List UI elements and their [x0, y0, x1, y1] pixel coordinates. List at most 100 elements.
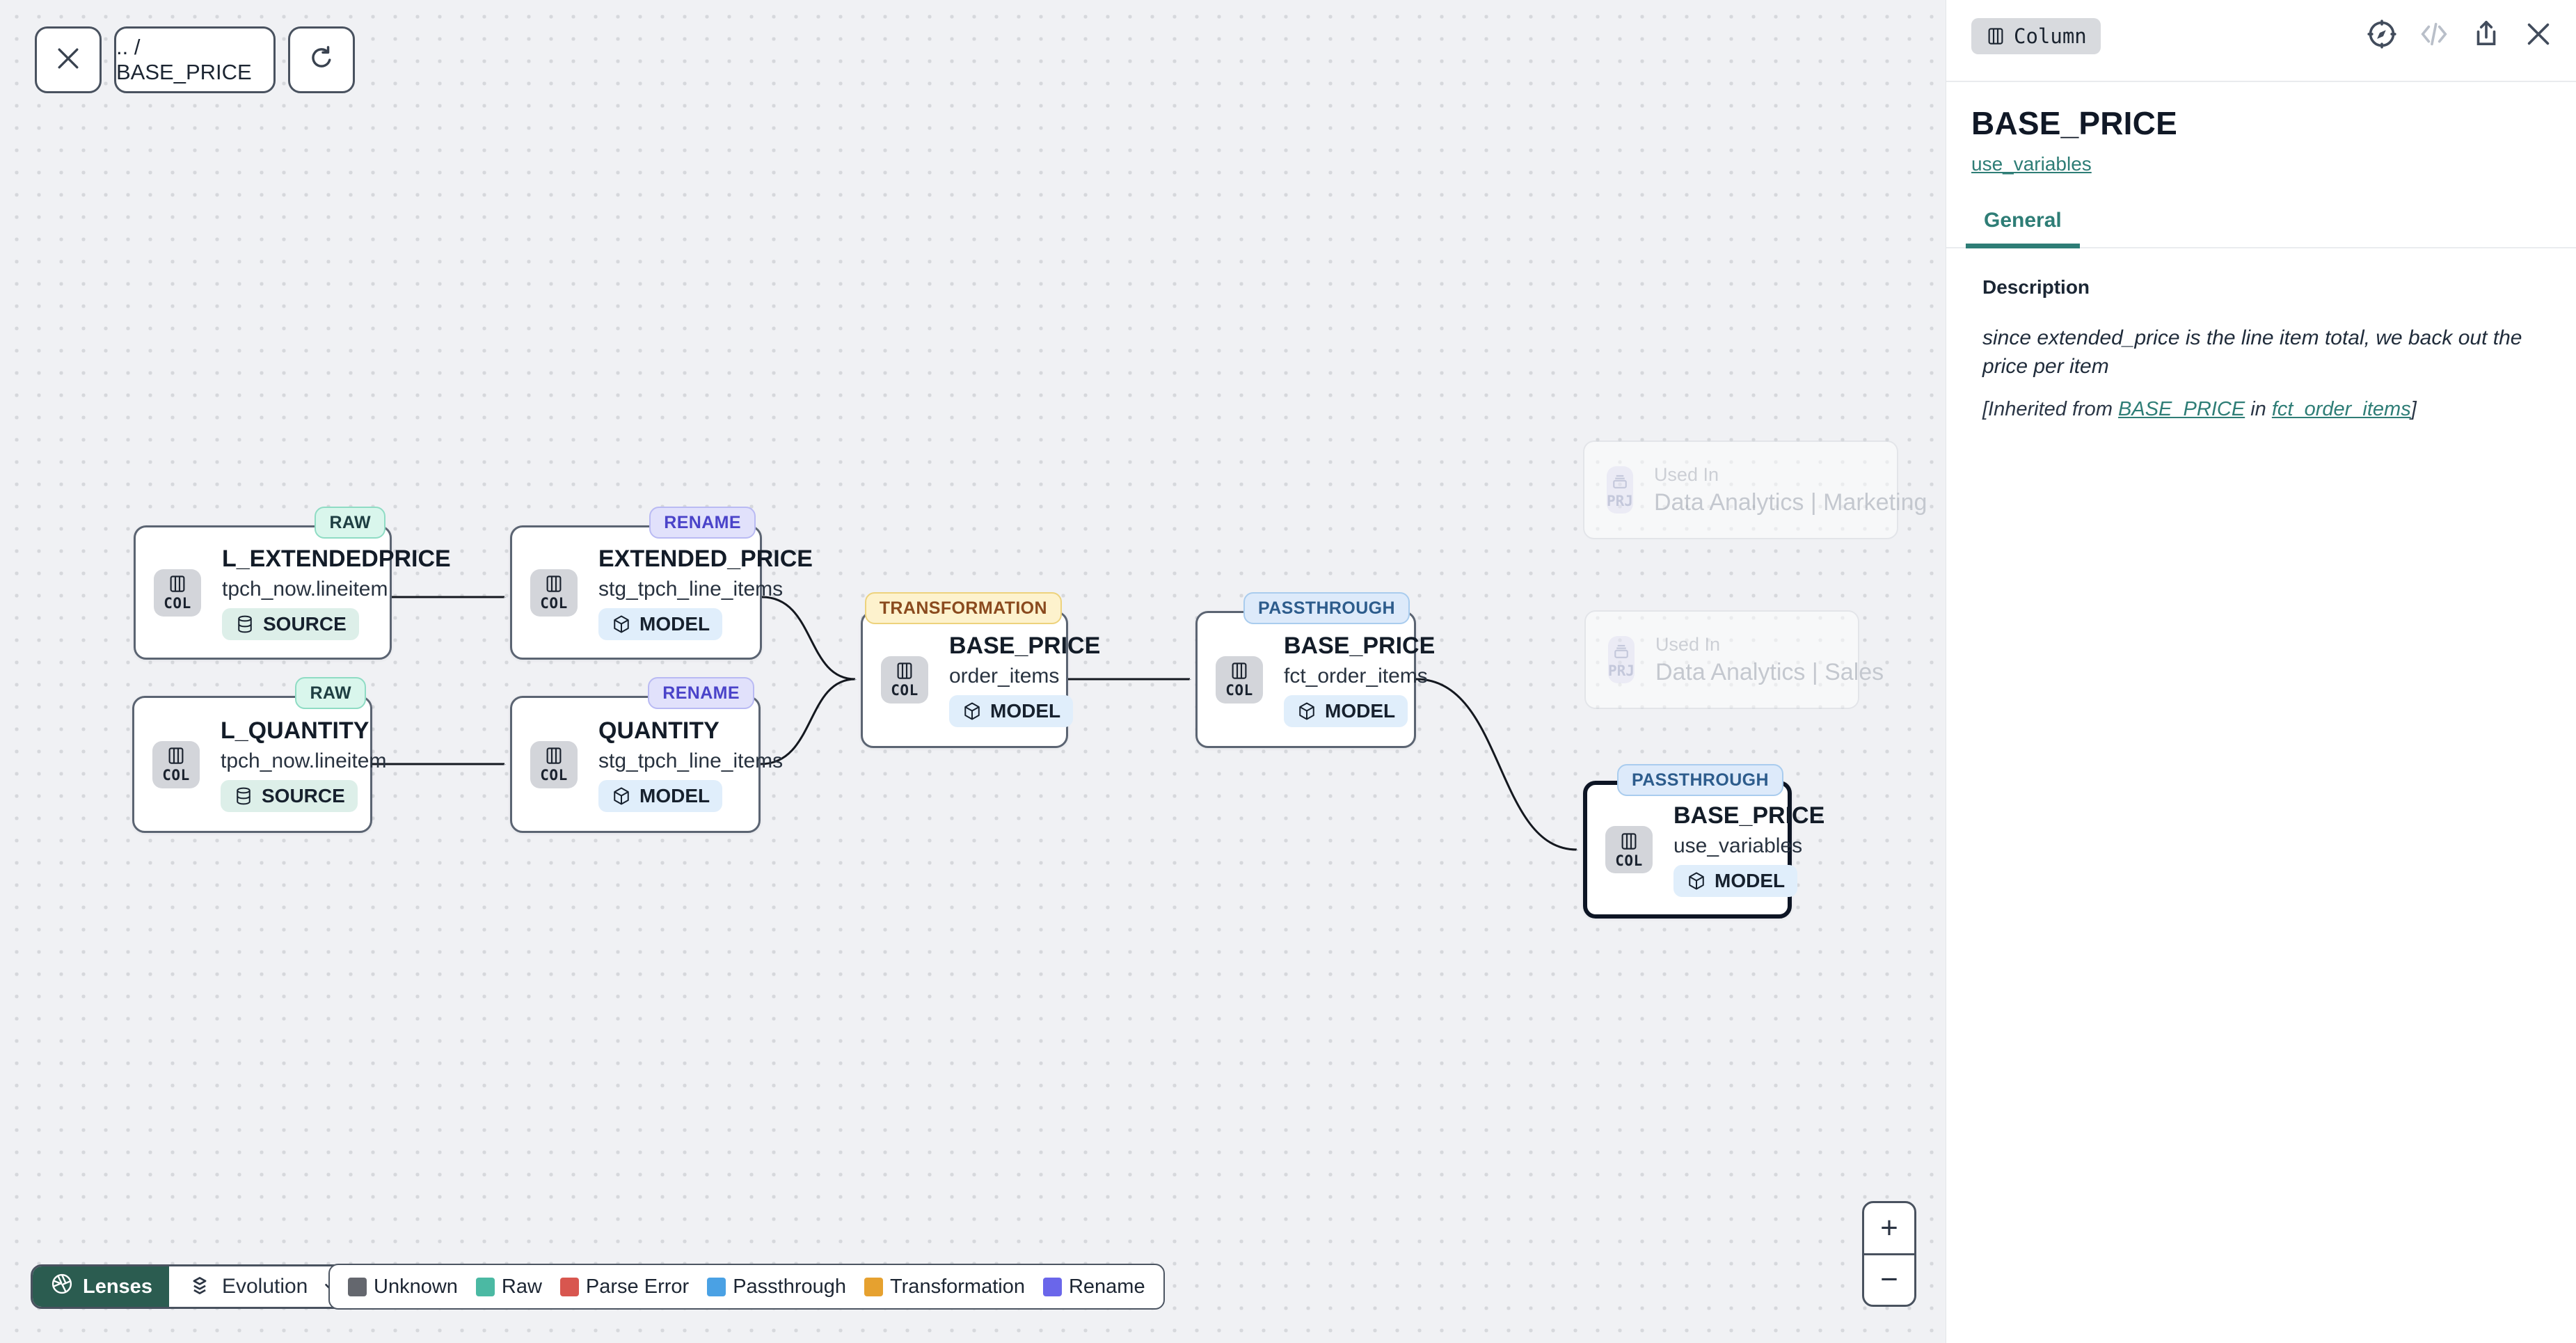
node-title: BASE_PRICE: [1284, 632, 1436, 659]
archive-icon: [1614, 644, 1628, 658]
kind-label: COL: [540, 595, 568, 612]
node-title: EXTENDED_PRICE: [598, 545, 813, 572]
kind-label: COL: [540, 767, 568, 784]
code-icon: [2418, 18, 2450, 54]
close-lineage-button[interactable]: [35, 26, 102, 93]
asset-type-label: MODEL: [639, 612, 710, 635]
selected-lens-label: Evolution: [221, 1275, 308, 1298]
legend-swatch: [864, 1277, 884, 1296]
project-node-marketing[interactable]: PRJ Used In Data Analytics | Marketing: [1583, 440, 1927, 539]
cube-icon: [1689, 872, 1704, 890]
asset-type-badge: MODEL: [1284, 694, 1408, 727]
node-title: BASE_PRICE: [949, 632, 1101, 659]
explore-button[interactable]: [2365, 19, 2399, 52]
kind-label: COL: [162, 767, 190, 784]
legend-swatch: [559, 1277, 579, 1296]
column-kind-box: COL: [152, 740, 200, 788]
project-name: Data Analytics | Sales: [1655, 658, 1884, 685]
aperture-icon: [49, 1271, 74, 1302]
legend-item: Raw: [475, 1276, 542, 1298]
inherited-column-link[interactable]: BASE_PRICE: [2118, 397, 2245, 420]
description-heading: Description: [1982, 276, 2090, 298]
legend-label: Parse Error: [585, 1275, 690, 1298]
asset-type-label: SOURCE: [262, 784, 345, 806]
legend-item: Passthrough: [707, 1276, 846, 1298]
description-section: Description since extended_price is the …: [1946, 248, 2576, 421]
node-base-price-order-items[interactable]: TRANSFORMATION COL BASE_PRICE order_item…: [861, 592, 1100, 748]
layers-icon: [193, 1277, 207, 1294]
refresh-button[interactable]: [288, 26, 355, 93]
lens-selector-dropdown[interactable]: Evolution: [169, 1266, 358, 1307]
kind-label: PRJ: [1607, 492, 1633, 509]
asset-type-badge: SOURCE: [221, 779, 358, 812]
kind-label: COL: [891, 682, 919, 699]
node-base-price-use-variables[interactable]: PASSTHROUGH COL BASE_PRICE use_variables…: [1583, 764, 1824, 919]
project-name: Data Analytics | Marketing: [1653, 488, 1927, 516]
zoom-in-button[interactable]: +: [1864, 1203, 1914, 1255]
zoom-out-button[interactable]: −: [1880, 1262, 1898, 1297]
column-kind-box: COL: [154, 569, 201, 617]
kind-label: PRJ: [1608, 662, 1635, 679]
node-subtitle: fct_order_items: [1284, 664, 1428, 688]
legend-label: Passthrough: [733, 1275, 847, 1298]
asset-type-badge: MODEL: [598, 607, 723, 640]
tab-general[interactable]: General: [1966, 209, 2080, 248]
node-subtitle: tpch_now.lineitem: [222, 577, 388, 601]
legend-label: Unknown: [374, 1275, 458, 1298]
node-title: L_QUANTITY: [221, 717, 369, 744]
legend-swatch: [475, 1277, 495, 1296]
column-kind-box: COL: [530, 740, 578, 788]
column-kind-box: COL: [530, 569, 578, 617]
lineage-edges: [372, 596, 1946, 1343]
column-kind-box: COL: [1216, 655, 1263, 704]
archive-icon: [1613, 475, 1627, 488]
cube-icon: [964, 702, 980, 720]
columns-icon: [897, 662, 912, 679]
breadcrumb[interactable]: .. / BASE_PRICE: [114, 26, 276, 93]
columns-icon: [1988, 28, 2003, 45]
detail-panel: Column: [1946, 0, 2576, 1343]
legend-item: Parse Error: [559, 1275, 690, 1298]
node-l-quantity[interactable]: RAW COL L_QUANTITY tpch_now.lineitem SOU…: [132, 677, 386, 833]
lenses-control: Lenses Evolution: [31, 1264, 360, 1309]
kind-label: COL: [1615, 852, 1643, 869]
legend-swatch: [348, 1277, 367, 1296]
node-subtitle: stg_tpch_line_items: [598, 749, 784, 772]
columns-icon: [1621, 832, 1637, 850]
entity-type-label: Column: [2014, 24, 2087, 48]
project-node-sales[interactable]: PRJ Used In Data Analytics | Sales: [1584, 610, 1884, 709]
node-title: BASE_PRICE: [1673, 802, 1825, 829]
node-base-price-fct-order-items[interactable]: PASSTHROUGH COL BASE_PRICE fct_order_ite…: [1195, 592, 1435, 748]
columns-icon: [170, 575, 185, 592]
view-code-button[interactable]: [2417, 19, 2451, 52]
node-l-extendedprice[interactable]: RAW COL L_EXTENDEDPRICE tpch_now.lineite…: [134, 507, 451, 660]
close-panel-button[interactable]: [2522, 19, 2555, 52]
node-title: QUANTITY: [598, 717, 719, 744]
legend-swatch: [707, 1277, 726, 1296]
lineage-type-badge: RENAME: [648, 677, 754, 709]
node-quantity[interactable]: RENAME COL QUANTITY stg_tpch_line_items …: [510, 677, 783, 833]
cube-icon: [614, 787, 629, 804]
model-link[interactable]: use_variables: [1971, 153, 2092, 175]
node-subtitle: stg_tpch_line_items: [598, 577, 784, 601]
asset-type-badge: MODEL: [598, 779, 723, 812]
lineage-type-badge: PASSTHROUGH: [1243, 592, 1410, 624]
database-icon: [237, 787, 251, 804]
share-button[interactable]: [2470, 19, 2503, 52]
panel-title: BASE_PRICE: [1971, 105, 2177, 141]
column-kind-box: COL: [881, 655, 928, 704]
inherited-model-link[interactable]: fct_order_items: [2271, 397, 2411, 420]
asset-type-badge: MODEL: [1673, 865, 1798, 897]
legend-label: Transformation: [890, 1275, 1025, 1298]
asset-type-label: SOURCE: [263, 612, 347, 635]
asset-type-label: MODEL: [639, 784, 710, 806]
asset-type-badge: MODEL: [949, 694, 1074, 727]
node-title: L_EXTENDEDPRICE: [222, 545, 451, 572]
node-extended-price[interactable]: RENAME COL EXTENDED_PRICE stg_tpch_line_…: [510, 507, 813, 660]
legend-item: Transformation: [864, 1276, 1025, 1298]
breadcrumb-label: .. / BASE_PRICE: [116, 35, 252, 84]
cube-icon: [614, 615, 629, 633]
lenses-button[interactable]: Lenses: [33, 1266, 169, 1307]
used-in-label: Used In: [1653, 463, 1719, 485]
legend-item: Unknown: [348, 1276, 458, 1298]
